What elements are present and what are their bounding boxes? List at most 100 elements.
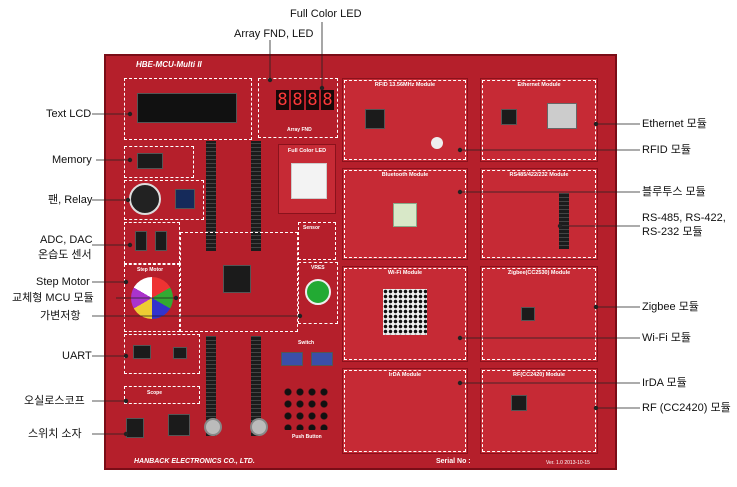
irda-module: IrDA Module: [342, 368, 468, 454]
adc-chip: [135, 231, 147, 251]
wifi-outline: [344, 268, 466, 360]
bluetooth-module: Bluetooth Module: [342, 168, 468, 260]
rj45-jack-icon: [547, 103, 577, 129]
buzzer-icon: [431, 137, 443, 149]
callout-text-lcd: Text LCD: [46, 108, 92, 120]
wifi-dot-matrix: [383, 289, 427, 335]
fan-icon: [129, 183, 161, 215]
rs-outline: [482, 170, 596, 258]
dip-switch: [311, 352, 333, 366]
zigbee-module: Zigbee(CC2530) Module: [480, 266, 598, 362]
dac-chip: [155, 231, 167, 251]
rs-module-title: RS485/422/232 Module: [509, 172, 569, 178]
rfid-module: RFID 13.56MHz Module: [342, 78, 468, 162]
callout-array-fnd-led: Array FND, LED: [234, 28, 314, 40]
switch-chip: [168, 414, 190, 436]
vres-knob-icon: [305, 279, 331, 305]
bluetooth-outline: [344, 170, 466, 258]
rf-module: RF(CC2420) Module: [480, 368, 598, 454]
rs-terminal: [559, 193, 569, 249]
fnd-digit: 8: [306, 90, 319, 110]
text-lcd-area: [124, 78, 252, 140]
switch-silk: Switch: [298, 340, 315, 346]
ethernet-module-title: Ethernet Module: [517, 82, 561, 88]
array-fnd-silk: Array FND: [287, 127, 312, 133]
callout-ethernet: Ethernet 모듈: [642, 118, 707, 130]
adc-dac-area: [124, 222, 180, 264]
rfid-outline: [344, 80, 466, 160]
mcu-board: HBE-MCU-Multi II HANBACK ELECTRONICS CO.…: [104, 54, 617, 470]
bluetooth-module-title: Bluetooth Module: [381, 172, 429, 178]
uart-area: [124, 334, 200, 374]
fan-relay-area: [124, 180, 204, 220]
rs-module: RS485/422/232 Module: [480, 168, 598, 260]
full-color-led: [291, 163, 327, 199]
callout-bluetooth: 블루투스 모듈: [642, 186, 706, 198]
full-color-led-module: Full Color LED: [278, 144, 336, 214]
callout-zigbee: Zigbee 모듈: [642, 301, 699, 313]
callout-wifi: Wi-Fi 모듈: [642, 332, 691, 344]
callout-switch: 스위치 소자: [28, 428, 82, 440]
callout-vres: 가변저항: [40, 310, 81, 322]
rf-module-title: RF(CC2420) Module: [513, 372, 565, 378]
header-connector: [206, 141, 216, 251]
callout-fan-relay: 팬, Relay: [48, 194, 93, 206]
callout-irda: IrDA 모듈: [642, 377, 687, 389]
sensor-area: Sensor: [298, 222, 336, 260]
ethernet-chip: [501, 109, 517, 125]
full-color-led-silk: Full Color LED: [287, 148, 327, 154]
callout-step-motor: Step Motor: [36, 276, 90, 288]
header-connector: [251, 336, 261, 436]
uart-connector: [133, 345, 151, 359]
fnd-digit: 8: [276, 90, 289, 110]
bluetooth-chip: [393, 203, 417, 227]
callout-mcu: 교체형 MCU 모듈: [12, 292, 94, 304]
ethernet-outline: [482, 80, 596, 160]
irda-module-title: IrDA Module: [388, 372, 422, 378]
memory-area: [124, 146, 194, 178]
push-button-grid: [282, 386, 328, 430]
uart-chip: [173, 347, 187, 359]
bnc-connector-icon: [250, 418, 268, 436]
ethernet-module: Ethernet Module: [480, 78, 598, 162]
callout-full-color-led: Full Color LED: [290, 8, 362, 20]
vres-silk: VRES: [311, 265, 325, 271]
wifi-module-title: Wi-Fi Module: [387, 270, 423, 276]
rfid-chip: [365, 109, 385, 129]
mcu-module-area: [180, 232, 298, 332]
callout-oscilloscope: 오실로스코프: [24, 395, 85, 407]
board-maker: HANBACK ELECTRONICS CO., LTD.: [134, 458, 255, 465]
push-button-silk: Push Button: [292, 434, 322, 440]
rf-chip: [511, 395, 527, 411]
array-fnd-area: Array FND: [258, 78, 338, 138]
scope-area: Scope: [124, 386, 200, 404]
wifi-module: Wi-Fi Module: [342, 266, 468, 362]
vres-area: VRES: [298, 262, 338, 324]
switch-element: [126, 418, 144, 438]
callout-rfid: RFID 모듈: [642, 144, 691, 156]
relay-chip: [175, 189, 195, 209]
board-serial: Serial No :: [436, 458, 471, 465]
zigbee-module-title: Zigbee(CC2530) Module: [507, 270, 571, 276]
rf-outline: [482, 370, 596, 452]
header-connector: [251, 141, 261, 251]
zigbee-chip: [521, 307, 535, 321]
header-connector: [206, 336, 216, 436]
zigbee-outline: [482, 268, 596, 360]
memory-chip: [137, 153, 163, 169]
callout-memory: Memory: [52, 154, 92, 166]
callout-rs-line2: RS-232 모듈: [642, 226, 703, 238]
board-title: HBE-MCU-Multi II: [136, 60, 202, 69]
callout-rs-line1: RS-485, RS-422,: [642, 212, 726, 224]
callout-temp-humidity: 온습도 센서: [38, 249, 92, 261]
callout-adc-dac: ADC, DAC: [40, 234, 93, 246]
text-lcd-screen: [137, 93, 237, 123]
fnd-digit: 8: [291, 90, 304, 110]
step-motor-silk: Step Motor: [137, 267, 164, 273]
fnd-digit: 8: [321, 90, 334, 110]
rfid-module-title: RFID 13.56MHz Module: [374, 82, 436, 88]
irda-outline: [344, 370, 466, 452]
callout-rf: RF (CC2420) 모듈: [642, 402, 731, 414]
sensor-silk: Sensor: [303, 225, 320, 231]
